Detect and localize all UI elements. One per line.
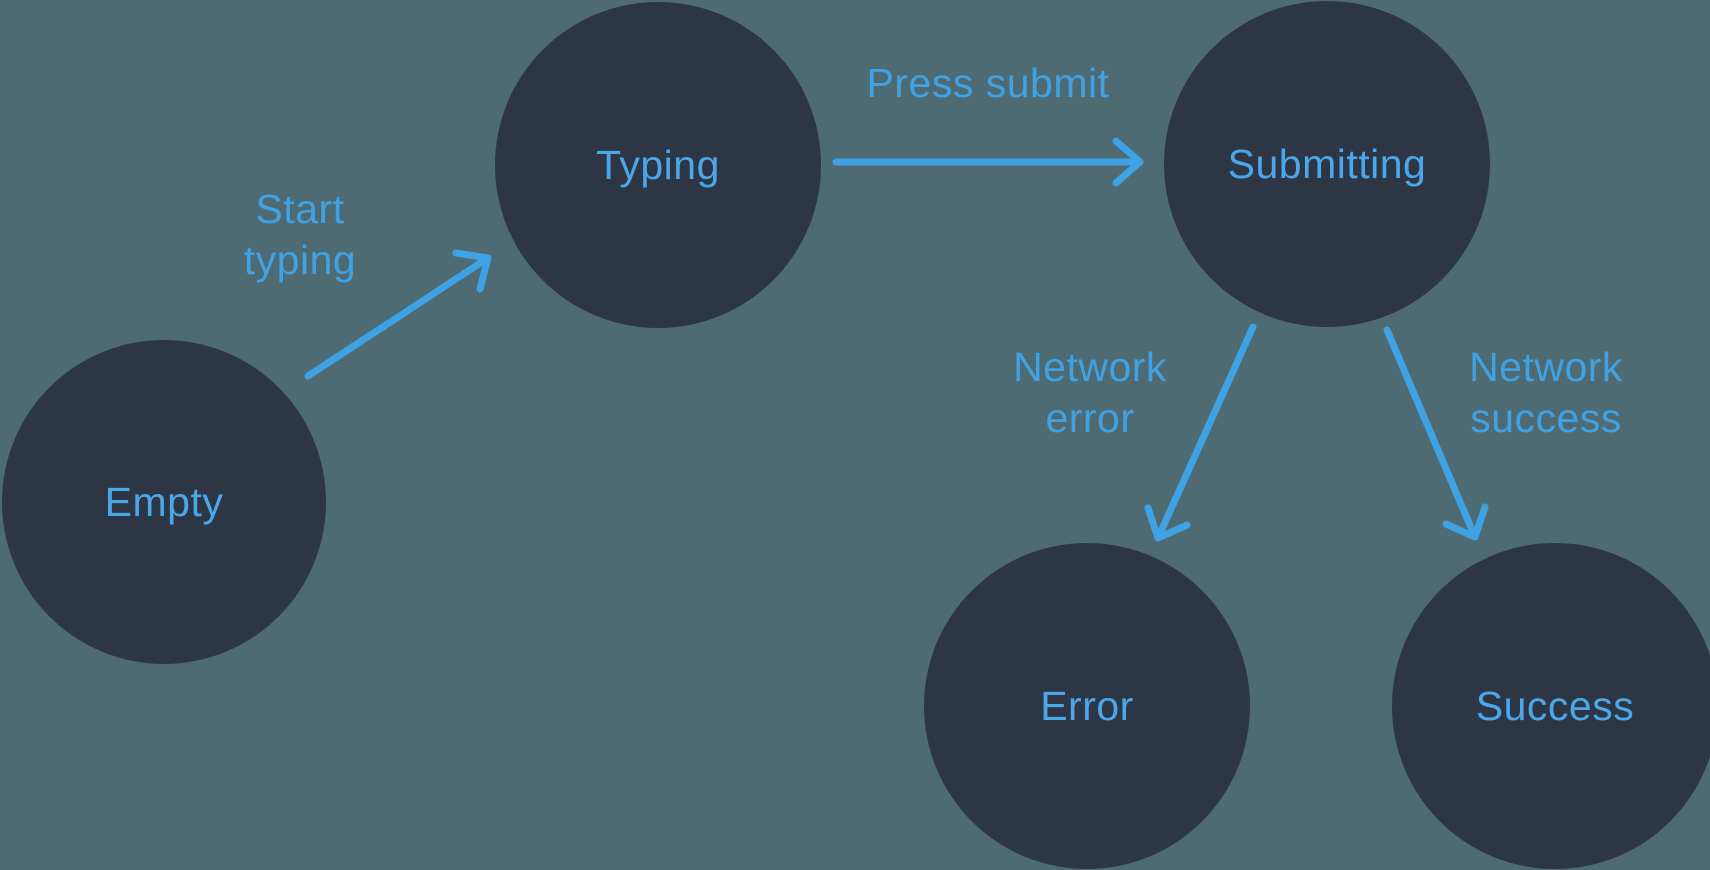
state-label-error: Error [1040, 682, 1134, 729]
state-node-success: Success [1392, 543, 1710, 869]
state-node-empty: Empty [2, 340, 326, 664]
transition-label-start-typing: Start typing [243, 186, 357, 283]
state-node-typing: Typing [495, 2, 821, 328]
state-label-success: Success [1475, 682, 1635, 729]
transition-label-network-error: Network error [1013, 344, 1167, 441]
state-label-empty: Empty [104, 478, 224, 525]
arrow-press-submit [832, 137, 1144, 187]
state-label-typing: Typing [596, 141, 720, 188]
transition-label-press-submit: Press submit [866, 60, 1110, 106]
state-node-error: Error [924, 543, 1250, 869]
state-node-submitting: Submitting [1164, 1, 1490, 327]
transition-label-network-success: Network success [1469, 344, 1623, 441]
state-label-submitting: Submitting [1227, 140, 1427, 187]
